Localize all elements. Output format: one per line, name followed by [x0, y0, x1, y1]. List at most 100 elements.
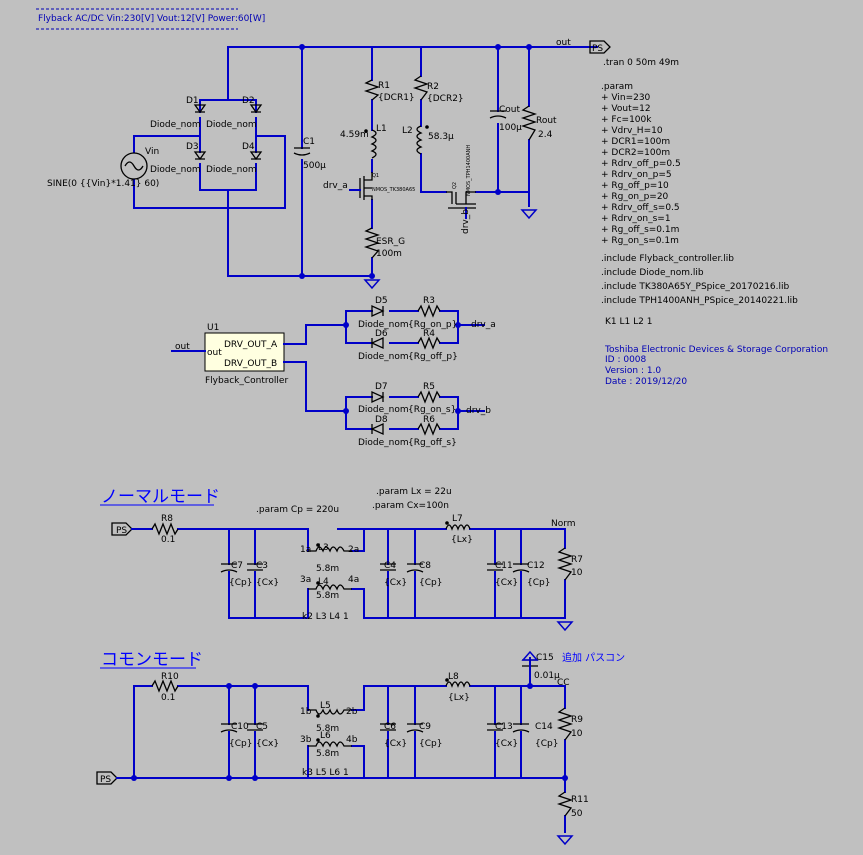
k3-text: k3 L5 L6 1	[302, 768, 349, 778]
r1	[363, 79, 381, 101]
c10-label: C10	[231, 722, 249, 732]
param-line: + Vin=230	[601, 93, 651, 103]
d3-label: D3	[186, 142, 199, 152]
vin-label: Vin	[145, 147, 159, 157]
param-line: + Rdrv_on_s=1	[601, 214, 671, 224]
c5-label: C5	[256, 722, 268, 732]
c6-label: C6	[384, 722, 396, 732]
cout-label: Cout	[499, 105, 520, 115]
d8-label: D8	[375, 415, 388, 425]
d7-label: D7	[375, 382, 388, 392]
r2-label: R2	[427, 82, 439, 92]
doc-version: Version : 1.0	[605, 366, 661, 376]
c6-value: {Cx}	[384, 739, 407, 749]
rout-value: 2.4	[538, 130, 553, 140]
param-cx: .param Cx=100n	[372, 501, 449, 511]
c14-label: C14	[535, 722, 553, 732]
r10-label: R10	[161, 672, 179, 682]
k2-text: k2 L3 L4 1	[302, 612, 349, 622]
d2-model: Diode_nom	[206, 120, 257, 130]
param-line: + Fc=100k	[601, 115, 652, 125]
u1-name: Flyback_Controller	[205, 376, 288, 386]
l1-label: L1	[376, 124, 387, 134]
u1-drv-b: DRV_OUT_B	[224, 359, 277, 369]
param-line: + Rdrv_on_p=5	[601, 170, 672, 180]
r9-value: 10	[571, 729, 583, 739]
r5-value: {Rg_on_s}	[408, 405, 456, 415]
r3-label: R3	[423, 296, 435, 306]
normal-heading: ノーマルモード	[101, 487, 220, 507]
param-line: + Vdrv_H=10	[601, 126, 663, 136]
param-line: + DCR2=100m	[601, 148, 670, 158]
param-line: + Vout=12	[601, 104, 651, 114]
l7-label: L7	[452, 514, 463, 524]
param-lx: .param Lx = 22u	[376, 487, 452, 497]
l4-pin-4a: 4a	[348, 575, 359, 585]
param-line: + Rg_off_p=10	[601, 181, 669, 191]
d8-model: Diode_nom	[358, 438, 409, 448]
d7-model: Diode_nom	[358, 405, 409, 415]
l6-pin-3b: 3b	[300, 735, 312, 745]
normal-mode-filter: ノーマルモード .param Cp = 220u .param Lx = 22u…	[100, 487, 583, 631]
c9-label: C9	[419, 722, 431, 732]
c11-label: C11	[495, 561, 513, 571]
esr-value: 100m	[376, 249, 402, 259]
ps-port-common: PS	[100, 775, 111, 785]
doc-date: Date : 2019/12/20	[605, 377, 687, 387]
l3-pin-2a: 2a	[348, 545, 359, 555]
c10-value: {Cp}	[229, 739, 252, 749]
l2-value: 58.3µ	[428, 132, 454, 142]
l4-pin-3a: 3a	[300, 575, 311, 585]
u1-out-pin: out	[207, 348, 222, 358]
spice-directives: .tran 0 50m 49m .param + Vin=230 + Vout=…	[601, 58, 828, 387]
c4-value: {Cx}	[384, 578, 407, 588]
company-name: Toshiba Electronic Devices & Storage Cor…	[604, 345, 828, 355]
c1-label: C1	[303, 137, 315, 147]
l4-label: L4	[318, 577, 329, 587]
common-heading: コモンモード	[101, 650, 203, 670]
drv-b-out: drv_b	[466, 406, 491, 416]
r9-label: R9	[571, 715, 583, 725]
l8-value: {Lx}	[448, 693, 470, 703]
param-line: .param	[601, 82, 633, 92]
r11-value: 50	[571, 809, 583, 819]
c9-value: {Cp}	[419, 739, 442, 749]
k1-directive: K1 L1 L2 1	[605, 317, 652, 327]
param-line: + Rg_off_s=0.1m	[601, 225, 679, 235]
r1-label: R1	[378, 81, 390, 91]
d1-model: Diode_nom	[150, 120, 201, 130]
c15-value: 0.01µ	[534, 671, 560, 681]
cout-value: 100µ	[499, 123, 522, 133]
param-cp: .param Cp = 220u	[256, 505, 339, 515]
c3-label: C3	[256, 561, 268, 571]
include-line: .include Diode_nom.lib	[601, 268, 704, 278]
l5-value: 5.8m	[316, 724, 339, 734]
r8-label: R8	[161, 514, 173, 524]
c8-value: {Cp}	[419, 578, 442, 588]
u1-label: U1	[207, 323, 219, 333]
drv-a-net: drv_a	[323, 181, 348, 191]
c1-value: 500µ	[303, 161, 326, 171]
ps-port-normal: PS	[116, 526, 127, 536]
c14-value: {Cp}	[535, 739, 558, 749]
l5-pin-2b: 2b	[346, 707, 358, 717]
r11-label: R11	[571, 795, 589, 805]
r4-value: {Rg_off_p}	[408, 352, 458, 362]
l6-value: 5.8m	[316, 749, 339, 759]
norm-net: Norm	[551, 519, 576, 529]
c7-value: {Cp}	[229, 578, 252, 588]
include-line: .include Flyback_controller.lib	[601, 254, 734, 264]
title-block: Flyback AC/DC Vin:230[V] Vout:12[V] Powe…	[36, 8, 265, 30]
q2-label: Q2	[452, 182, 458, 189]
d2-label: D2	[242, 96, 255, 106]
l4-value: 5.8m	[316, 591, 339, 601]
l5-label: L5	[320, 701, 331, 711]
l3-pin-1a: 1a	[300, 545, 311, 555]
r7-value: 10	[571, 568, 583, 578]
vin-sine: SINE(0 {{Vin}*1.41} 60)	[47, 179, 159, 189]
u1-drv-a: DRV_OUT_A	[224, 340, 278, 350]
r1-value: {DCR1}	[378, 93, 415, 103]
gate-driver: U1 out DRV_OUT_A DRV_OUT_B Flyback_Contr…	[171, 296, 496, 448]
